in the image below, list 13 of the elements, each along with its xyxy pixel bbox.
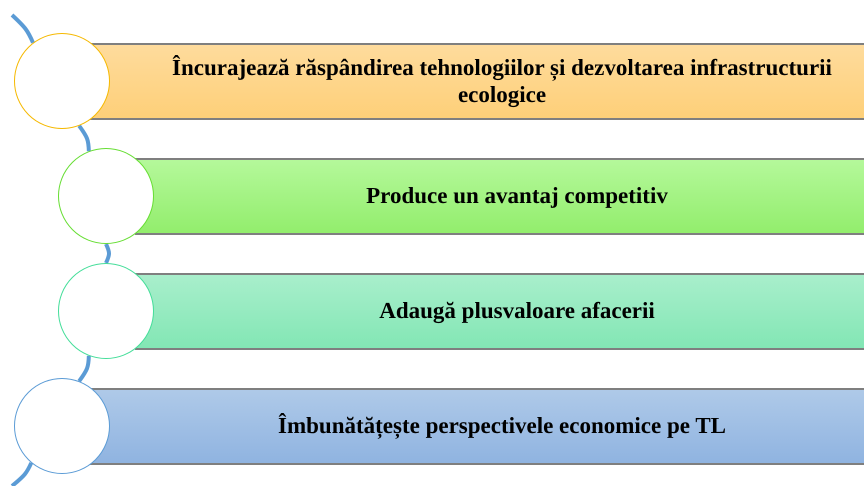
connector-line [10, 14, 35, 44]
connector-line [104, 243, 111, 264]
banner-text: Încurajează răspândirea tehnologiilor și dezvoltarea infrastructurii ecologice [171, 55, 833, 108]
connector-line [78, 356, 91, 382]
banner-bar [135, 273, 864, 350]
banner-bar [135, 158, 864, 235]
banner-text: Îmbunătățește perspectivele economice pe TL [278, 413, 726, 440]
banner-text: Produce un avantaj competitiv [366, 183, 668, 210]
banner-text: Adaugă plusvaloare afacerii [379, 298, 655, 325]
banner-bar [90, 43, 864, 120]
banner-bar [90, 388, 864, 465]
connector-line [78, 124, 91, 152]
connector-line [10, 462, 34, 486]
